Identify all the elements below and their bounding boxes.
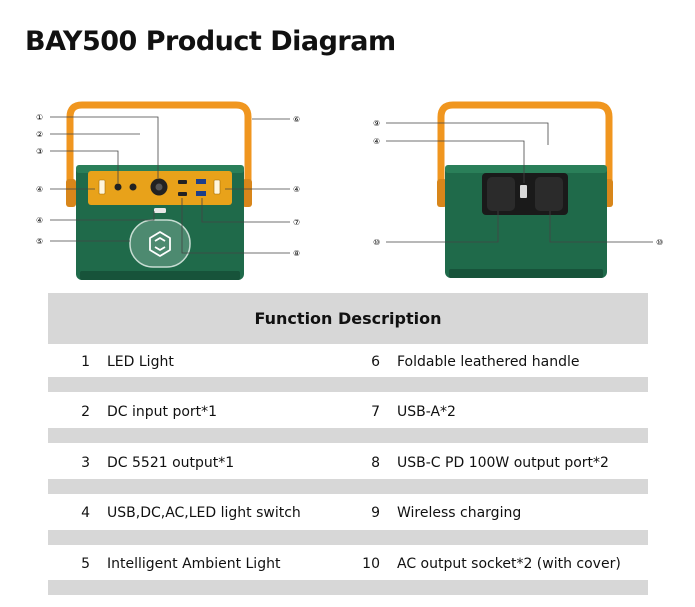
table-header: Function Description bbox=[48, 293, 648, 344]
left-item-number: 4 bbox=[81, 505, 90, 521]
left-item-number: 1 bbox=[81, 354, 90, 370]
left-item-text: Intelligent Ambient Light bbox=[107, 556, 281, 572]
callout-10-right: ⑩ bbox=[656, 238, 663, 247]
callout-7: ⑦ bbox=[293, 218, 300, 227]
left-item-text: DC 5521 output*1 bbox=[107, 455, 235, 471]
callout-1: ① bbox=[36, 113, 43, 122]
callout-10-left: ⑩ bbox=[373, 238, 380, 247]
back-view-device bbox=[437, 101, 613, 278]
product-diagram: ① ② ③ ④ ④ ⑤ ⑥ ④ ⑦ ⑧ ⑨ ④ ⑩ ⑩ bbox=[36, 101, 663, 280]
left-item-number: 3 bbox=[81, 455, 90, 471]
callout-4-right: ④ bbox=[293, 185, 300, 194]
table-row: 4 USB,DC,AC,LED light switch 9 Wireless … bbox=[48, 497, 648, 531]
row-separator bbox=[48, 530, 648, 545]
front-view-device bbox=[66, 101, 252, 280]
right-item-text: Wireless charging bbox=[397, 505, 522, 521]
row-separator bbox=[48, 377, 648, 392]
right-item-text: AC output socket*2 (with cover) bbox=[397, 556, 621, 572]
row-separator bbox=[48, 479, 648, 494]
callout-5: ⑤ bbox=[36, 237, 43, 246]
callout-6: ⑥ bbox=[293, 115, 300, 124]
table-row: 3 DC 5521 output*1 8 USB-C PD 100W outpu… bbox=[48, 447, 648, 481]
callout-4-switch: ④ bbox=[36, 216, 43, 225]
right-item-text: Foldable leathered handle bbox=[397, 354, 580, 370]
page-title: BAY500 Product Diagram bbox=[25, 26, 396, 57]
row-separator bbox=[48, 580, 648, 595]
table-header-label: Function Description bbox=[254, 309, 442, 328]
table-row: 1 LED Light 6 Foldable leathered handle bbox=[48, 346, 648, 380]
left-item-number: 2 bbox=[81, 404, 90, 420]
right-item-number: 6 bbox=[371, 354, 380, 370]
callout-8: ⑧ bbox=[293, 249, 300, 258]
left-item-number: 5 bbox=[81, 556, 90, 572]
left-item-text: USB,DC,AC,LED light switch bbox=[107, 505, 301, 521]
table-row: 5 Intelligent Ambient Light 10 AC output… bbox=[48, 548, 648, 582]
left-item-text: DC input port*1 bbox=[107, 404, 218, 420]
right-item-number: 8 bbox=[371, 455, 380, 471]
callout-9: ⑨ bbox=[373, 119, 380, 128]
right-item-number: 9 bbox=[371, 505, 380, 521]
callout-3: ③ bbox=[36, 147, 43, 156]
table-row: 2 DC input port*1 7 USB-A*2 bbox=[48, 396, 648, 430]
callout-4-left: ④ bbox=[36, 185, 43, 194]
right-item-number: 10 bbox=[362, 556, 380, 572]
right-item-text: USB-C PD 100W output port*2 bbox=[397, 455, 609, 471]
callout-2: ② bbox=[36, 130, 43, 139]
left-item-text: LED Light bbox=[107, 354, 174, 370]
right-item-number: 7 bbox=[371, 404, 380, 420]
callout-4-back: ④ bbox=[373, 137, 380, 146]
right-item-text: USB-A*2 bbox=[397, 404, 456, 420]
row-separator bbox=[48, 428, 648, 443]
